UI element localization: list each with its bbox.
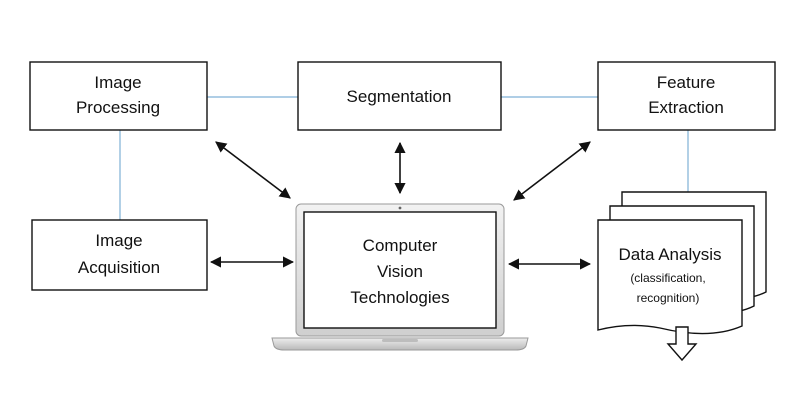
data-analysis-node[interactable]: Data Analysis (classification, recogniti… bbox=[597, 191, 767, 362]
feature-extraction-label-line1: Feature bbox=[657, 73, 716, 92]
feature-extraction-node[interactable]: Feature Extraction bbox=[597, 61, 776, 131]
image-processing-node[interactable]: Image Processing bbox=[29, 61, 208, 131]
image-acquisition-node[interactable]: Image Acquisition bbox=[31, 219, 208, 291]
data-analysis-subtitle-line1: (classification, bbox=[630, 271, 705, 285]
computer-vision-label-line1: Computer bbox=[363, 236, 438, 255]
computer-vision-label-line3: Technologies bbox=[350, 288, 449, 307]
connector-lines bbox=[119, 96, 689, 220]
data-analysis-subtitle-line2: recognition) bbox=[637, 291, 700, 305]
segmentation-label: Segmentation bbox=[347, 87, 452, 106]
document-stack-icon bbox=[597, 191, 767, 335]
computer-vision-label-line2: Vision bbox=[377, 262, 423, 281]
data-analysis-title: Data Analysis bbox=[619, 245, 722, 264]
image-processing-label-line1: Image bbox=[94, 73, 141, 92]
laptop-icon bbox=[271, 203, 529, 351]
feature-extraction-label-line2: Extraction bbox=[648, 98, 724, 117]
down-arrow-icon bbox=[666, 326, 698, 362]
image-acquisition-label-line1: Image bbox=[95, 231, 142, 250]
computer-vision-laptop[interactable]: Computer Vision Technologies bbox=[271, 203, 529, 351]
arrow-feature-laptop bbox=[513, 141, 591, 201]
image-acquisition-label-line2: Acquisition bbox=[78, 258, 160, 277]
arrow-processing-laptop bbox=[215, 141, 291, 199]
image-processing-label-line2: Processing bbox=[76, 98, 160, 117]
arrows bbox=[209, 141, 592, 270]
segmentation-node[interactable]: Segmentation bbox=[297, 61, 502, 131]
